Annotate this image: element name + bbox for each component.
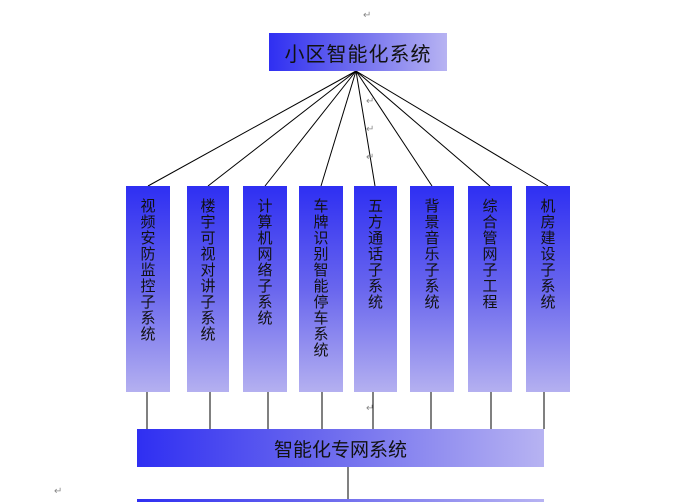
subsystem-box-video-intercom: 楼宇可视对讲子系统 (187, 186, 229, 392)
connector-line-top-0 (147, 70, 357, 187)
connector-line-top-3 (320, 70, 357, 187)
paragraph-mark-icon: ↵ (366, 403, 375, 414)
subsystem-box-video-surveillance: 视频安防监控子系统 (126, 186, 170, 392)
subsystem-label: 计算机网络子系统 (255, 198, 274, 326)
subsystem-box-machine-room: 机房建设子系统 (526, 186, 570, 392)
subsystem-label: 五方通话子系统 (366, 198, 384, 310)
subsystem-box-computer-network: 计算机网络子系统 (243, 186, 287, 392)
top-system-label: 小区智能化系统 (284, 41, 432, 66)
subsystem-box-background-music: 背景音乐子系统 (410, 186, 454, 392)
subsystem-label: 车牌识别智能停车系统 (311, 198, 330, 358)
paragraph-mark-icon: ↵ (366, 152, 375, 163)
subsystem-label: 背景音乐子系统 (422, 198, 441, 310)
paragraph-mark-icon: ↵ (363, 10, 372, 21)
connector-line-top-2 (264, 70, 357, 187)
subsystem-label: 机房建设子系统 (538, 198, 557, 310)
paragraph-mark-icon: ↵ (54, 486, 63, 497)
connector-line-top-4 (355, 70, 376, 187)
subsystem-box-five-way-intercom: 五方通话子系统 (354, 186, 397, 392)
bottom-strip (137, 499, 544, 502)
subsystem-label: 楼宇可视对讲子系统 (198, 198, 217, 342)
bottom-network-label: 智能化专网系统 (273, 438, 407, 461)
subsystem-box-license-plate-parking: 车牌识别智能停车系统 (299, 186, 343, 392)
top-system-box: 小区智能化系统 (269, 33, 447, 71)
subsystem-box-integrated-pipe-network: 综合管网子工程 (468, 186, 512, 392)
paragraph-mark-icon: ↵ (366, 124, 375, 135)
connector-line-top-7 (355, 70, 549, 187)
subsystem-label: 综合管网子工程 (480, 198, 499, 310)
paragraph-mark-icon: ↵ (366, 96, 375, 107)
subsystem-label: 视频安防监控子系统 (138, 198, 157, 342)
connector-line-top-5 (355, 70, 433, 187)
connector-line-top-6 (355, 70, 491, 187)
connector-line-top-1 (207, 70, 357, 187)
bottom-network-box: 智能化专网系统 (137, 429, 544, 467)
